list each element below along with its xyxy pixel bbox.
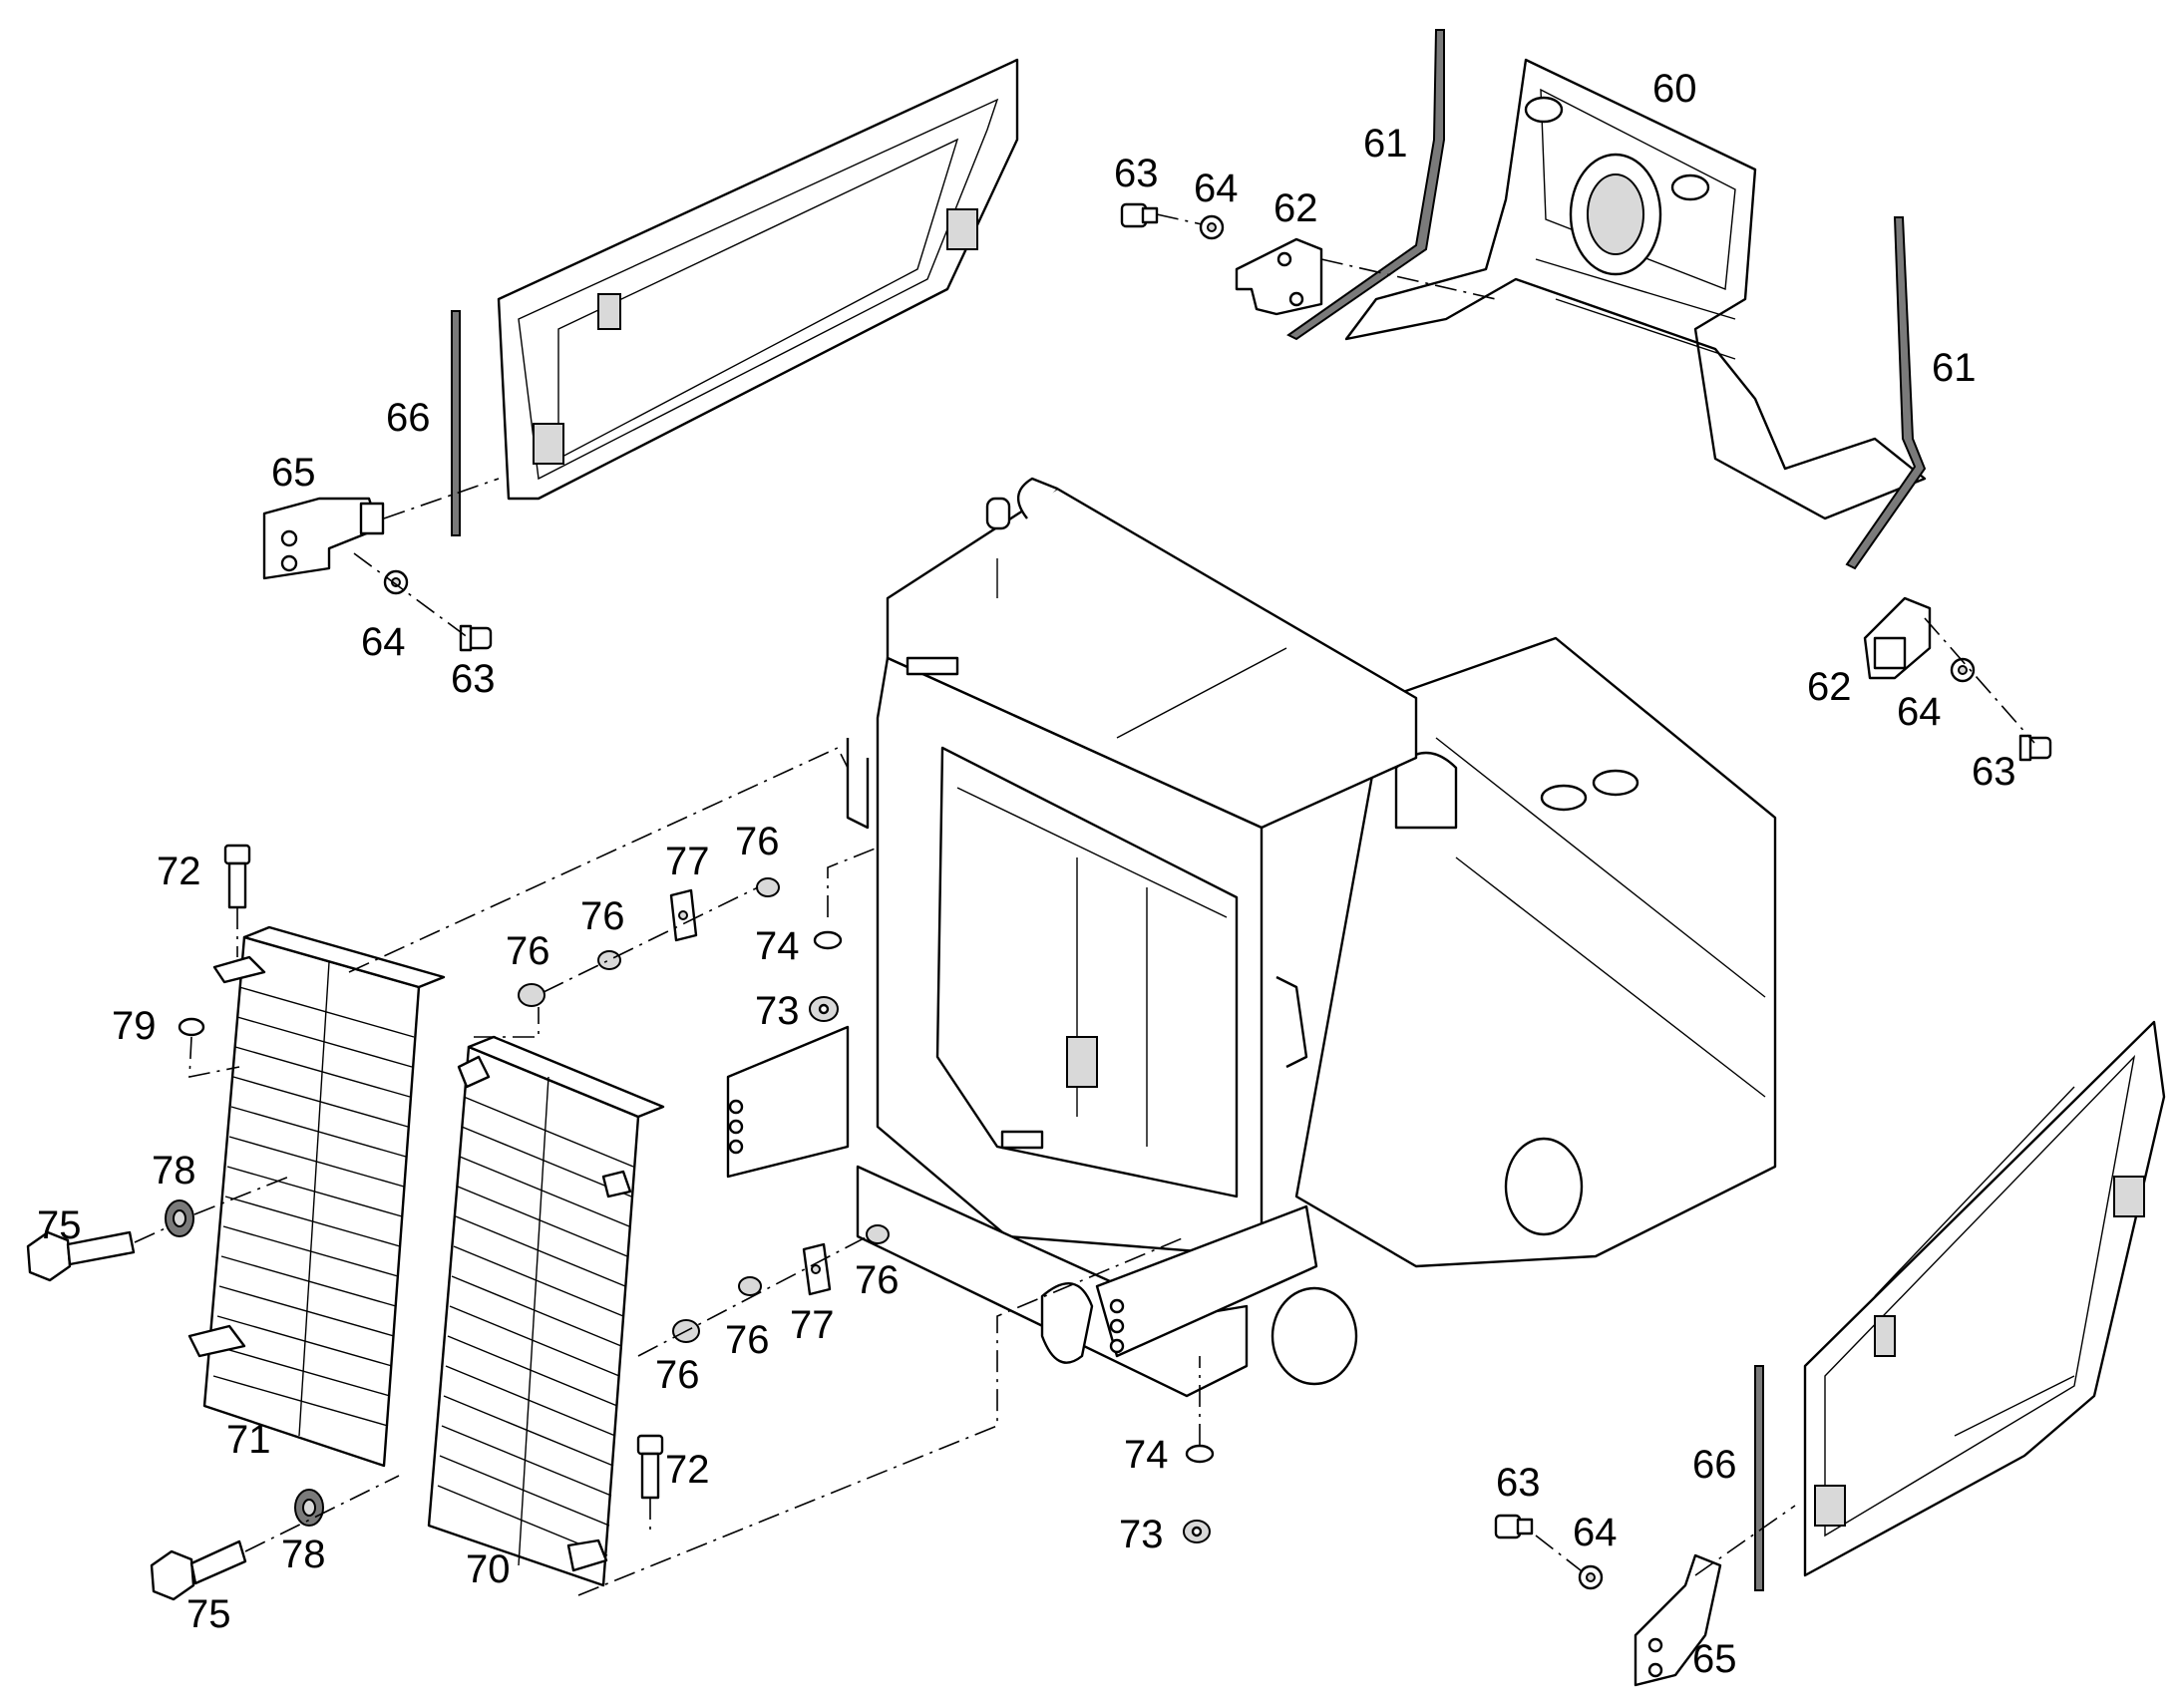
callout-64: 64 — [1194, 167, 1239, 210]
hinge-bracket-62-lower — [1863, 596, 1932, 680]
callout-77: 77 — [665, 840, 710, 883]
nut-76-b — [597, 950, 621, 970]
nut-73-upper — [809, 996, 839, 1022]
leader-65-right — [1694, 1505, 1796, 1576]
callout-75: 75 — [37, 1203, 82, 1247]
leader-63-right — [1535, 1535, 1582, 1571]
callout-76: 76 — [735, 820, 780, 863]
washer-64-right-hole — [1586, 1572, 1596, 1582]
washer-74-lower — [1185, 1444, 1215, 1464]
grille-70 — [427, 1035, 665, 1587]
callout-70: 70 — [466, 1547, 511, 1591]
leader-76-upper — [543, 886, 759, 993]
bolt-72-upper — [223, 844, 251, 909]
nut-76-a — [518, 983, 545, 1007]
callout-61: 61 — [1932, 346, 1977, 390]
callout-72: 72 — [665, 1448, 710, 1492]
leader-78-upper — [193, 1176, 290, 1215]
seal-strip-66-left — [451, 310, 461, 536]
bolt-75-lower — [150, 1539, 247, 1601]
callout-78: 78 — [152, 1149, 196, 1193]
leader-75-upper — [134, 1225, 171, 1243]
leader-74-upper — [827, 847, 879, 917]
callout-73: 73 — [755, 989, 800, 1033]
nut-76-f — [866, 1224, 890, 1244]
callout-labels: 60 61 61 62 62 63 63 63 63 64 64 64 64 6… — [37, 67, 2016, 1681]
callout-66: 66 — [386, 396, 431, 440]
leader-70-top — [474, 1007, 540, 1038]
side-panel-top-left — [497, 58, 1019, 501]
callout-77: 77 — [790, 1303, 835, 1347]
washer-64-lower-hole — [1958, 665, 1968, 675]
washer-74-upper — [813, 930, 843, 950]
grille-71 — [187, 925, 446, 1468]
bolt-63-right — [1494, 1514, 1534, 1539]
callout-62: 62 — [1273, 186, 1318, 230]
spacer-78-lower — [294, 1489, 324, 1527]
callout-66: 66 — [1692, 1443, 1737, 1487]
callout-62: 62 — [1807, 665, 1852, 709]
callout-64: 64 — [1573, 1511, 1618, 1554]
leader-62-lower — [1924, 617, 2035, 744]
callout-76: 76 — [725, 1318, 770, 1362]
spacer-78-upper — [165, 1199, 194, 1237]
seal-strip-66-right — [1754, 1365, 1764, 1591]
hinge-bracket-65-left — [262, 497, 385, 580]
callout-74: 74 — [755, 924, 800, 968]
seal-strip-61-upper — [1286, 29, 1445, 341]
grille-70-slats — [437, 1076, 634, 1566]
main-frame — [726, 477, 1777, 1398]
callout-65: 65 — [271, 451, 316, 495]
bolt-63-left — [459, 624, 493, 652]
callout-76: 76 — [580, 894, 625, 938]
callout-76: 76 — [506, 929, 550, 973]
nut-76-e — [738, 1276, 762, 1296]
callout-60: 60 — [1652, 67, 1697, 111]
callout-63: 63 — [451, 657, 496, 701]
callout-63: 63 — [1496, 1461, 1541, 1505]
leader-62-upper — [1320, 258, 1497, 300]
washer-79 — [178, 1017, 205, 1037]
callout-64: 64 — [361, 620, 406, 664]
plate-77-lower — [802, 1242, 832, 1296]
washer-64-upper-hole — [1207, 222, 1217, 232]
seal-strip-61-lower — [1845, 216, 1927, 570]
callout-61: 61 — [1363, 122, 1408, 166]
leader-65-left — [383, 478, 500, 519]
callout-63: 63 — [1114, 152, 1159, 195]
bolt-75-upper — [26, 1230, 136, 1282]
mounting-bracket-60 — [1344, 58, 1927, 520]
leader-70-bottom — [577, 1235, 1188, 1596]
side-panel-bottom-right — [1803, 1020, 2166, 1577]
callout-79: 79 — [112, 1004, 157, 1048]
callout-74: 74 — [1124, 1433, 1169, 1477]
bolt-72-lower — [636, 1434, 664, 1500]
callout-75: 75 — [186, 1592, 231, 1636]
callout-78: 78 — [281, 1533, 326, 1576]
hinge-bracket-62-upper — [1235, 237, 1323, 316]
leader-71-top — [348, 746, 849, 973]
plate-77-upper — [669, 888, 698, 942]
leader-76-lower — [637, 1235, 869, 1357]
bolt-63-lower — [2018, 734, 2052, 762]
leader-63-upper — [1156, 213, 1203, 225]
callout-63: 63 — [1972, 750, 2016, 794]
callout-76: 76 — [655, 1353, 700, 1397]
hinge-bracket-65-right — [1634, 1553, 1722, 1687]
nut-73-lower — [1183, 1520, 1211, 1543]
grille-71-slats — [212, 961, 415, 1437]
callout-64: 64 — [1897, 690, 1942, 734]
callout-76: 76 — [855, 1258, 900, 1302]
callout-65: 65 — [1692, 1637, 1737, 1681]
bolt-63-upper — [1120, 202, 1159, 228]
leader-79 — [188, 1036, 240, 1078]
callout-73: 73 — [1119, 1513, 1164, 1556]
leader-64-left — [353, 552, 470, 639]
callout-71: 71 — [226, 1418, 271, 1462]
callout-72: 72 — [157, 850, 201, 893]
leader-75-lower — [244, 1475, 400, 1552]
nut-76-c — [756, 877, 780, 897]
